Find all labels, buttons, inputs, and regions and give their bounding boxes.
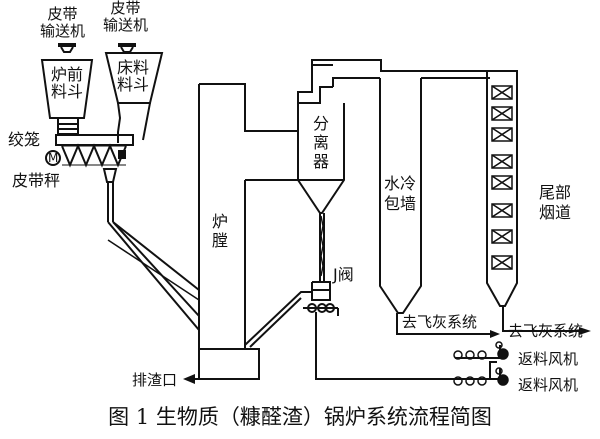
belt-conveyor-icon-1 bbox=[58, 43, 76, 53]
j-valve-label: J阀 bbox=[333, 265, 354, 284]
screw-conveyor-label: 绞笼 bbox=[8, 130, 41, 149]
furnace-chamber-label: 炉膛 bbox=[211, 212, 228, 250]
separator-label: 分离器 bbox=[312, 114, 329, 171]
motor-symbol-circle bbox=[45, 150, 61, 166]
furnace-chamber bbox=[198, 64, 333, 349]
return-fan-label-2: 返料风机 bbox=[518, 376, 579, 394]
return-fan-label-1: 返料风机 bbox=[518, 350, 579, 368]
tail-flue bbox=[486, 70, 518, 307]
furnace-front-hopper-label: 炉前 料斗 bbox=[51, 65, 84, 101]
motor-symbol-label: M bbox=[48, 151, 59, 165]
separator bbox=[297, 92, 345, 282]
slag-outlet-label: 排渣口 bbox=[132, 371, 178, 389]
belt-conveyor-label-1: 皮带 输送机 bbox=[40, 5, 86, 40]
feed-chute bbox=[102, 168, 200, 331]
screw-conveyor bbox=[55, 134, 134, 168]
belt-conveyor-label-2: 皮带 输送机 bbox=[103, 0, 149, 34]
water-cooled-wall bbox=[379, 77, 487, 314]
belt-conveyor-icon-2 bbox=[118, 43, 136, 53]
tail-flue-label: 尾部 烟道 bbox=[539, 183, 572, 222]
heat-exchanger-boxes bbox=[491, 85, 513, 270]
j-valve bbox=[244, 281, 339, 348]
bed-material-chute bbox=[117, 102, 151, 143]
belt-scale-label: 皮带秤 bbox=[12, 171, 61, 190]
top-flue-duct bbox=[311, 59, 490, 87]
fly-ash-system-label-2: 去飞灰系统 bbox=[508, 322, 584, 340]
return-fan-valves bbox=[453, 341, 509, 386]
figure-caption: 图 1 生物质（糠醛渣）锅炉系统流程简图 bbox=[108, 405, 492, 429]
fly-ash-system-label-1: 去飞灰系统 bbox=[402, 313, 478, 331]
water-cooled-wall-label: 水冷 包墙 bbox=[384, 174, 417, 213]
bed-material-hopper-label: 床料 料斗 bbox=[117, 58, 150, 94]
slag-outlet bbox=[183, 348, 260, 384]
